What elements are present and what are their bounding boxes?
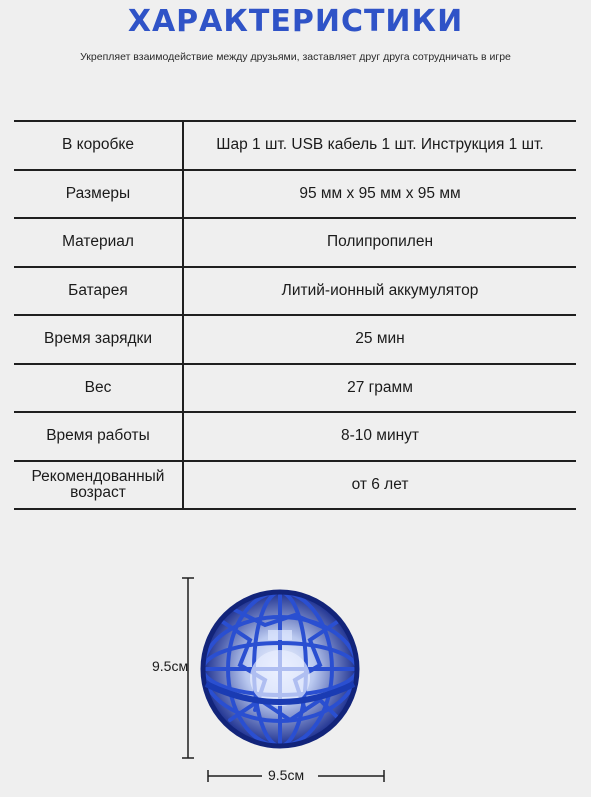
spec-value: 8-10 минут (183, 411, 576, 462)
spec-key: Рекомендованный возраст (14, 459, 184, 510)
spec-key: Размеры (14, 168, 184, 219)
spec-value: Литий-ионный аккумулятор (183, 265, 576, 316)
table-row: Время зарядки 25 мин (14, 314, 576, 365)
spec-value: 95 мм х 95 мм х 95 мм (183, 168, 576, 219)
table-row: Вес 27 грамм (14, 362, 576, 413)
table-row: Время работы 8-10 минут (14, 411, 576, 462)
height-label: 9.5см (152, 658, 189, 674)
page-subtitle: Укрепляет взаимодействие между друзьями,… (80, 51, 511, 63)
ball-icon (200, 589, 360, 749)
spec-key: Время зарядки (14, 314, 184, 365)
table-row: Размеры 95 мм х 95 мм х 95 мм (14, 168, 576, 219)
spec-value: Шар 1 шт. USB кабель 1 шт. Инструкция 1 … (183, 120, 576, 171)
width-dimension-line (207, 770, 385, 782)
ball-illustration (182, 577, 385, 782)
spec-key: Материал (14, 217, 184, 268)
spec-key: Время работы (14, 411, 184, 462)
spec-value: Полипропилен (183, 217, 576, 268)
specs-table: В коробке Шар 1 шт. USB кабель 1 шт. Инс… (14, 120, 576, 510)
table-row: В коробке Шар 1 шт. USB кабель 1 шт. Инс… (14, 120, 576, 171)
spec-key: В коробке (14, 120, 184, 171)
spec-value: 25 мин (183, 314, 576, 365)
spec-key: Вес (14, 362, 184, 413)
height-dimension-line (182, 577, 194, 759)
spec-value: 27 грамм (183, 362, 576, 413)
product-figure: 9.5см 9.5см (140, 570, 420, 797)
table-row: Рекомендованный возраст от 6 лет (14, 459, 576, 510)
spec-value: от 6 лет (183, 459, 576, 510)
width-label: 9.5см (268, 767, 305, 783)
page-title: ХАРАКТЕРИСТИКИ (127, 4, 464, 39)
table-row: Батарея Литий-ионный аккумулятор (14, 265, 576, 316)
table-row: Материал Полипропилен (14, 217, 576, 268)
spec-key: Батарея (14, 265, 184, 316)
